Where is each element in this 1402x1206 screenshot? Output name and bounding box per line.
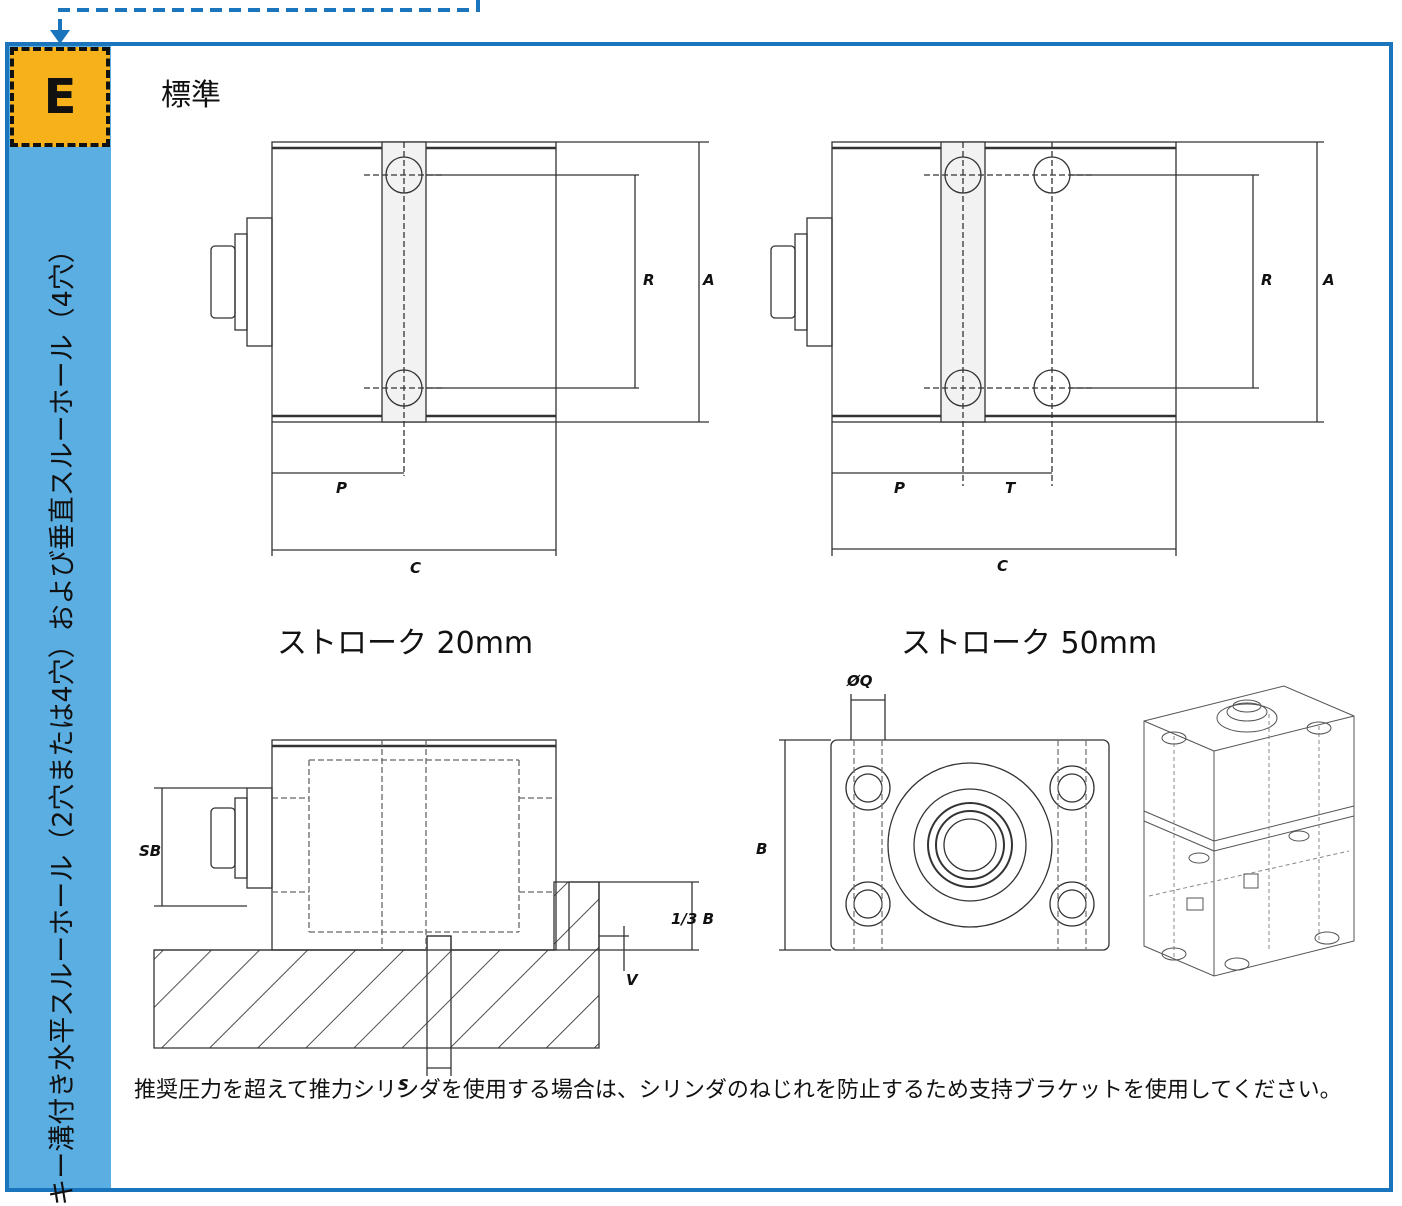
dim-label-P: P (336, 479, 347, 497)
side-bar: キー溝付き水平スルーホール（2穴または4穴）および垂直スルーホール（4穴） (9, 46, 111, 1206)
technical-drawing: R A P C R A P T C SB 1/3 B V S B ØQ (139, 141, 1355, 1094)
view-side-mount (153, 739, 699, 1076)
dim-label-R: R (643, 271, 655, 289)
dim-label-B: B (756, 840, 767, 858)
section-frame: キー溝付き水平スルーホール（2穴または4穴）および垂直スルーホール（4穴） E … (5, 42, 1393, 1206)
isometric-view (1143, 685, 1355, 977)
connector-arrow (50, 0, 480, 44)
dim-label-V: V (626, 971, 639, 989)
dim-label-third-B: 1/3 B (671, 910, 714, 928)
dim-label-C: C (410, 559, 421, 577)
dim-label-A-50: A (1322, 271, 1335, 289)
dim-label-T: T (1005, 479, 1017, 497)
dim-label-P-50: P (894, 479, 905, 497)
dim-label-SB: SB (139, 842, 161, 860)
dim-label-C-50: C (997, 557, 1008, 575)
dim-label-R-50: R (1261, 271, 1273, 289)
dim-label-OQ: ØQ (846, 672, 873, 690)
usage-note: 推奨圧力を超えて推力シリンダを使用する場合は、シリンダのねじれを防止するため支持… (134, 1078, 1342, 1103)
view-stroke-20 (210, 141, 709, 556)
section-badge: E (10, 47, 110, 147)
dim-label-A: A (702, 271, 715, 289)
dim-label-S: S (398, 1076, 409, 1094)
caption-stroke-50: ストローク 50mm (901, 626, 1158, 661)
caption-stroke-20: ストローク 20mm (277, 626, 534, 661)
view-stroke-50 (770, 141, 1324, 556)
page-title: 標準 (161, 78, 221, 113)
view-bottom (779, 694, 1110, 951)
